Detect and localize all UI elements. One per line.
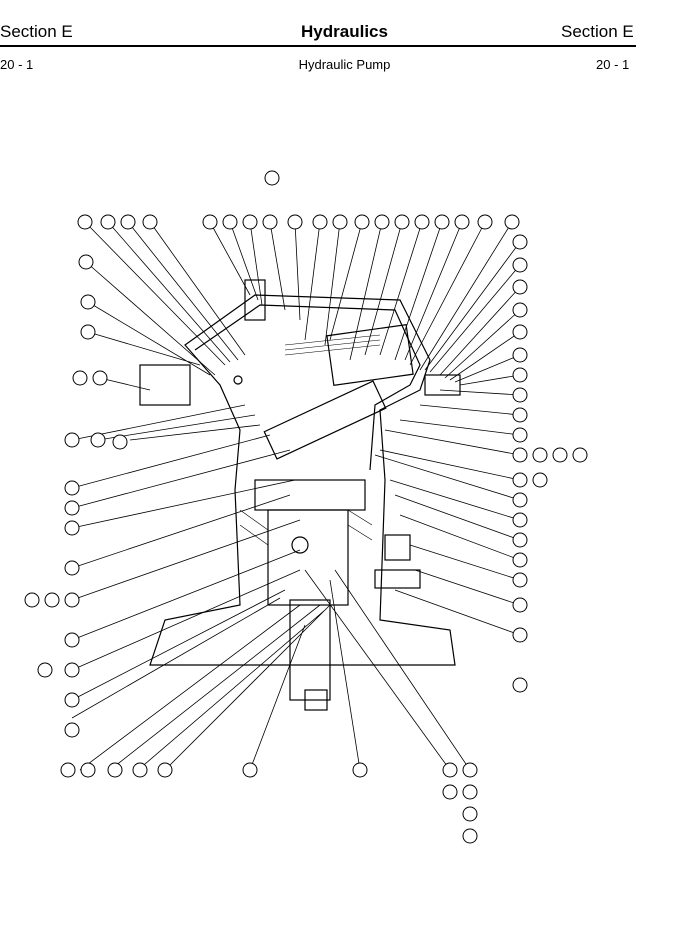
leader-lines bbox=[71, 221, 521, 771]
pump-cross-section-drawing bbox=[24, 170, 588, 844]
pump-body bbox=[139, 279, 461, 711]
section-label-right: Section E bbox=[561, 22, 634, 41]
page-number-left: 20 - 1 bbox=[0, 57, 34, 72]
page-title: Hydraulics bbox=[301, 22, 388, 41]
header-rule bbox=[0, 45, 636, 47]
page-subtitle: Hydraulic Pump bbox=[298, 57, 391, 72]
section-label-left: Section E bbox=[0, 22, 73, 41]
page-number-right: 20 - 1 bbox=[596, 57, 630, 72]
callout-markers bbox=[24, 170, 588, 844]
